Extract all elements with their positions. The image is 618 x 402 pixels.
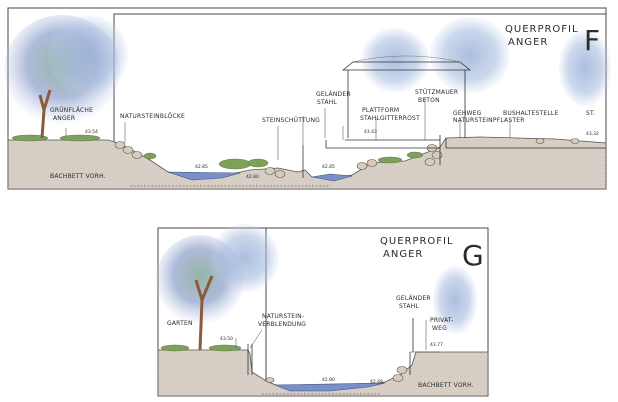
elevation-f-6: 43.32 [586, 131, 599, 137]
label-natursteinbloecke: NATURSTEINBLÖCKE [120, 113, 185, 120]
bus-shelter [341, 55, 472, 138]
label-bachbett-f: BACHBETT VORH. [50, 173, 106, 180]
label-gelaender-stahl-g: STAHL [399, 303, 419, 310]
label-naturstein: NATURSTEIN- [262, 313, 304, 320]
section-g-water [274, 382, 386, 392]
tree-f [4, 15, 128, 139]
label-st: ST. [586, 110, 595, 117]
label-gehweg: GEHWEG [453, 110, 482, 117]
elevation-g-3: 42.48 [370, 379, 383, 385]
section-f-title: QUERPROFIL [505, 24, 579, 35]
label-gruenflaeche: GRÜNFLÄCHE [50, 107, 93, 114]
background-tree-g [433, 266, 477, 334]
label-anger: ANGER [53, 115, 75, 122]
section-g-title: QUERPROFIL [380, 236, 454, 247]
elevation-f-5: 43.43 [364, 129, 377, 135]
section-f-subtitle: ANGER [508, 37, 548, 48]
section-g-subtitle: ANGER [383, 249, 423, 260]
background-trees-f [361, 17, 611, 106]
section-g-letter: G [462, 239, 484, 272]
tree-g [156, 224, 279, 351]
label-plattform: PLATTFORM [362, 107, 399, 114]
label-verblendung: VERBLENDUNG [258, 321, 306, 328]
label-weg: WEG [432, 325, 447, 332]
section-f: QUERPROFIL ANGER F GRÜNFLÄCHE ANGER NATU… [4, 7, 611, 190]
elevation-f-4: 42.85 [322, 164, 335, 170]
label-garten: GARTEN [167, 320, 193, 327]
label-stahlgitterrost: STAHLGITTERROST [360, 115, 420, 122]
label-natursteinpflaster: NATURSTEINPFLASTER [453, 117, 525, 124]
vegetation-g [160, 344, 242, 352]
elevation-g-1: 43.50 [220, 336, 233, 342]
section-f-water-right [311, 173, 353, 182]
platform [302, 116, 606, 178]
label-steinschuettung: STEINSCHÜTTUNG [262, 117, 320, 124]
label-bachbett-g: BACHBETT VORH. [418, 382, 474, 389]
label-beton: BETON [418, 97, 440, 104]
label-gelaender-stahl: STAHL [317, 99, 337, 106]
stone-blocks-g [265, 366, 408, 383]
label-bushaltestelle: BUSHALTESTELLE [503, 110, 558, 117]
label-gelaender-g: GELÄNDER [396, 295, 431, 302]
elevation-f-3: 42.80 [246, 174, 259, 180]
label-stuetzmauer: STÜTZMAUER [415, 89, 458, 96]
section-g: QUERPROFIL ANGER G GARTEN NATURSTEIN- VE… [156, 224, 489, 397]
section-f-water-left [167, 171, 241, 181]
label-gelaender: GELÄNDER [316, 91, 351, 98]
vegetation-f [11, 134, 424, 170]
label-privat: PRIVAT- [430, 317, 454, 324]
elevation-g-2: 42.80 [322, 377, 335, 383]
elevation-f-2: 42.85 [195, 164, 208, 170]
elevation-g-4: 43.77 [430, 342, 443, 348]
section-f-letter: F [584, 24, 600, 57]
elevation-f-1: 43.54 [85, 129, 98, 135]
